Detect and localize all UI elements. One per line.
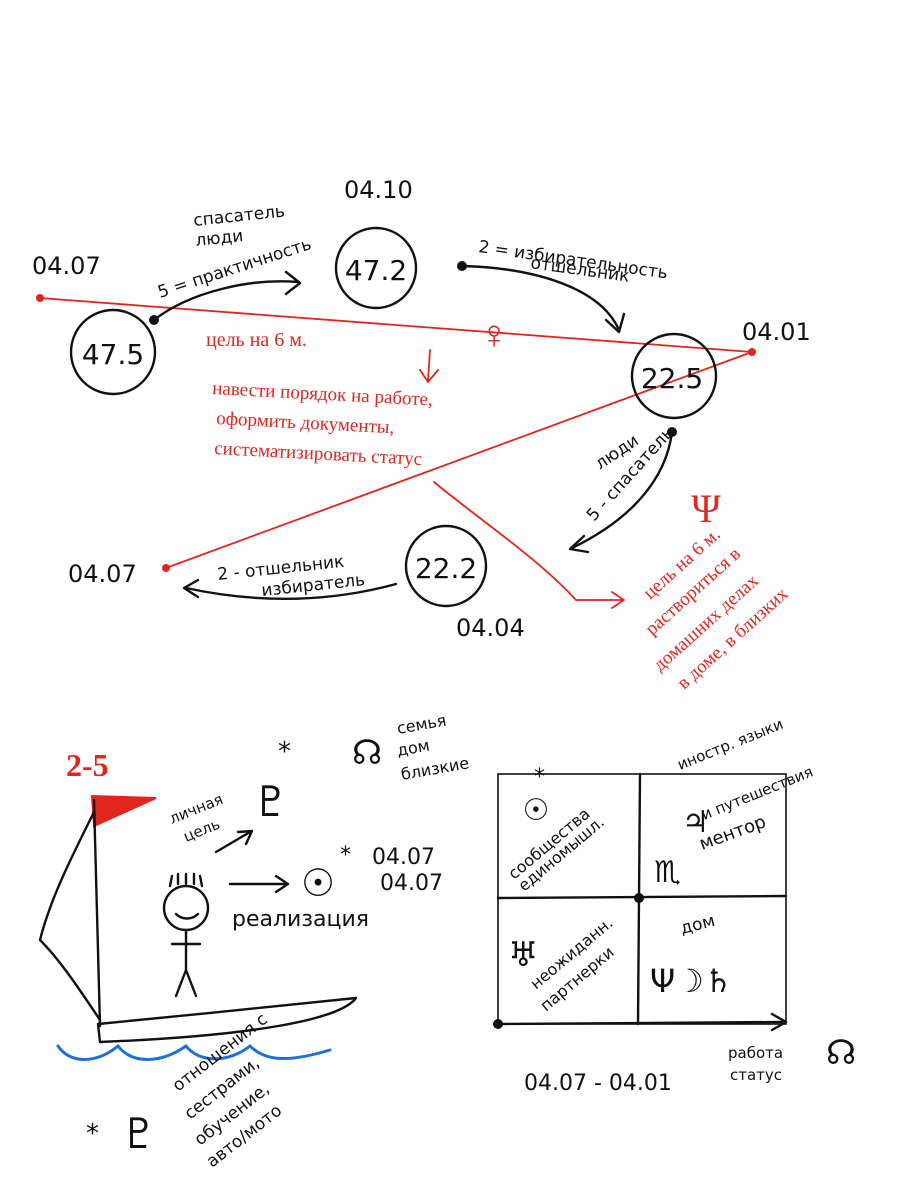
- personal-goal-arrow: [216, 832, 250, 852]
- node-a-label: 47.5: [82, 338, 144, 371]
- bottom-star: *: [86, 1119, 99, 1149]
- figure-body: [172, 930, 200, 996]
- family-2: дом: [395, 736, 431, 760]
- work-2: статус: [730, 1066, 782, 1084]
- work-1: работа: [728, 1044, 783, 1062]
- node-c-label: 22.5: [641, 362, 703, 395]
- pluto-symbol: ♇: [252, 777, 290, 826]
- red-flag: [92, 796, 156, 826]
- date-top-center: 04.10: [344, 176, 413, 204]
- north-node-symbol: ☊: [352, 733, 382, 773]
- work-node-symbol: ☊: [826, 1033, 856, 1073]
- q4-home: дом: [678, 911, 717, 939]
- red-dot-left-top: [36, 294, 44, 302]
- grid-star: *: [534, 765, 545, 790]
- label-ab-2: люди: [194, 226, 244, 251]
- grid-center-dot: [634, 893, 644, 903]
- pluto-star: *: [278, 737, 291, 767]
- date-top-left: 04.07: [32, 252, 101, 280]
- goal-line-2: оформить документы,: [216, 408, 395, 438]
- dot-a: [149, 315, 159, 325]
- goal-title: цель на 6 м.: [206, 329, 307, 351]
- figure-smile: [176, 914, 198, 919]
- figure-hair: [170, 874, 202, 886]
- venus-symbol: ♀: [479, 312, 509, 357]
- mast: [94, 800, 100, 1026]
- date-bottom-center: 04.04: [456, 614, 525, 642]
- goal-line-3: систематизировать статус: [214, 438, 423, 470]
- goal-line-1: навести порядок на работе,: [212, 378, 434, 411]
- q1-sun: ☉: [523, 793, 550, 828]
- sun-date-2: 04.07: [380, 871, 443, 896]
- date-bottom-left: 04.07: [68, 560, 137, 588]
- x-range: 04.07 - 04.01: [524, 1071, 672, 1096]
- sun-star: *: [340, 843, 351, 868]
- sail: [40, 812, 100, 1020]
- q2-scorpio: ♏: [654, 855, 681, 890]
- node-b-label: 47.2: [345, 254, 407, 287]
- goal-arrow-stem: [428, 350, 430, 380]
- neptune-symbol: Ψ: [691, 486, 721, 531]
- q2-top-1: иностр. языки: [675, 715, 786, 774]
- q4-symbols: Ψ☽♄: [650, 962, 733, 1000]
- sun-symbol: ☉: [301, 861, 335, 905]
- bottom-pluto: ♇: [120, 1109, 158, 1158]
- q3-uranus: ♅: [508, 935, 538, 975]
- water-waves: [58, 1046, 330, 1060]
- sun-date-1: 04.07: [372, 845, 435, 870]
- number-label: 2-5: [66, 747, 109, 783]
- figure-head: [164, 886, 208, 930]
- family-1: семья: [395, 711, 447, 738]
- red-dot-left-bottom: [162, 564, 170, 572]
- date-right: 04.01: [742, 318, 811, 346]
- node-d-label: 22.2: [415, 552, 477, 585]
- realization-label: реализация: [232, 907, 369, 932]
